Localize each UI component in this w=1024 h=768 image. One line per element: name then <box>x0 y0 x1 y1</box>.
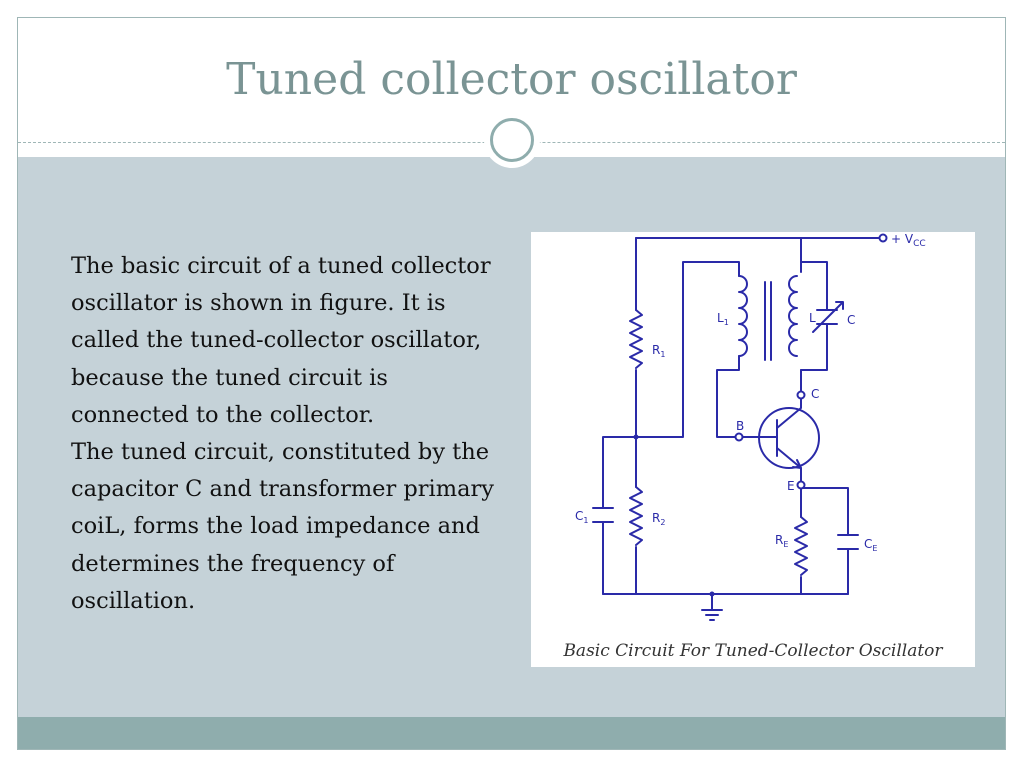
c1-label: C1 <box>575 509 588 525</box>
ce-label: CE <box>864 537 877 553</box>
l-coil <box>788 275 798 357</box>
decorative-circle-icon <box>484 112 540 168</box>
junction-dot <box>633 434 639 440</box>
r2-resistor <box>629 486 643 546</box>
r1-label: R1 <box>652 343 665 359</box>
slide-title: Tuned collector oscillator <box>226 54 797 105</box>
secondary-feed <box>635 261 740 438</box>
circuit-diagram: + VCC R1 R2 C1 L1 L C B C E RE CE <box>575 232 926 621</box>
emitter-lead <box>776 447 802 483</box>
l1-coil <box>738 275 748 357</box>
tank-cap-arrow <box>812 301 844 333</box>
slide-frame: Tuned collector oscillator The basic cir… <box>17 17 1006 750</box>
re-resistor <box>794 516 808 576</box>
circuit-figure: + VCC R1 R2 C1 L1 L C B C E RE CE Basic … <box>531 232 975 667</box>
re-label: RE <box>775 533 788 549</box>
base-feed <box>716 355 740 438</box>
tank-wire <box>800 261 828 371</box>
vcc-label: + VCC <box>891 232 926 249</box>
r1-resistor <box>629 309 643 369</box>
transformer-core <box>764 281 772 361</box>
c1-wire <box>602 436 637 595</box>
emitter-label: E <box>787 479 795 493</box>
paragraph-2: The tuned circuit, constituted by the ca… <box>71 439 494 614</box>
l1-label: L1 <box>717 311 729 327</box>
figure-caption: Basic Circuit For Tuned-Collector Oscill… <box>563 641 943 661</box>
base-label: B <box>736 419 744 433</box>
emitter-wire <box>800 487 849 595</box>
base-terminal <box>734 432 744 442</box>
decorative-ring <box>490 118 534 162</box>
ground-symbol <box>701 593 723 621</box>
vcc-terminal <box>878 233 888 243</box>
footer-bar <box>18 717 1005 749</box>
c-label: C <box>847 313 855 327</box>
emitter-arrow <box>792 459 802 469</box>
r2-label: R2 <box>652 511 665 527</box>
l-label: L <box>809 311 816 325</box>
body-text: The basic circuit of a tuned collector o… <box>71 248 511 620</box>
collector-terminal <box>796 390 806 400</box>
collector-lead <box>776 397 802 429</box>
c1-plates <box>592 507 614 523</box>
emitter-terminal <box>796 480 806 490</box>
paragraph-1: The basic circuit of a tuned collector o… <box>71 253 491 428</box>
collector-label: C <box>811 387 819 401</box>
ce-plates <box>837 534 859 550</box>
junction-dot <box>709 591 715 597</box>
